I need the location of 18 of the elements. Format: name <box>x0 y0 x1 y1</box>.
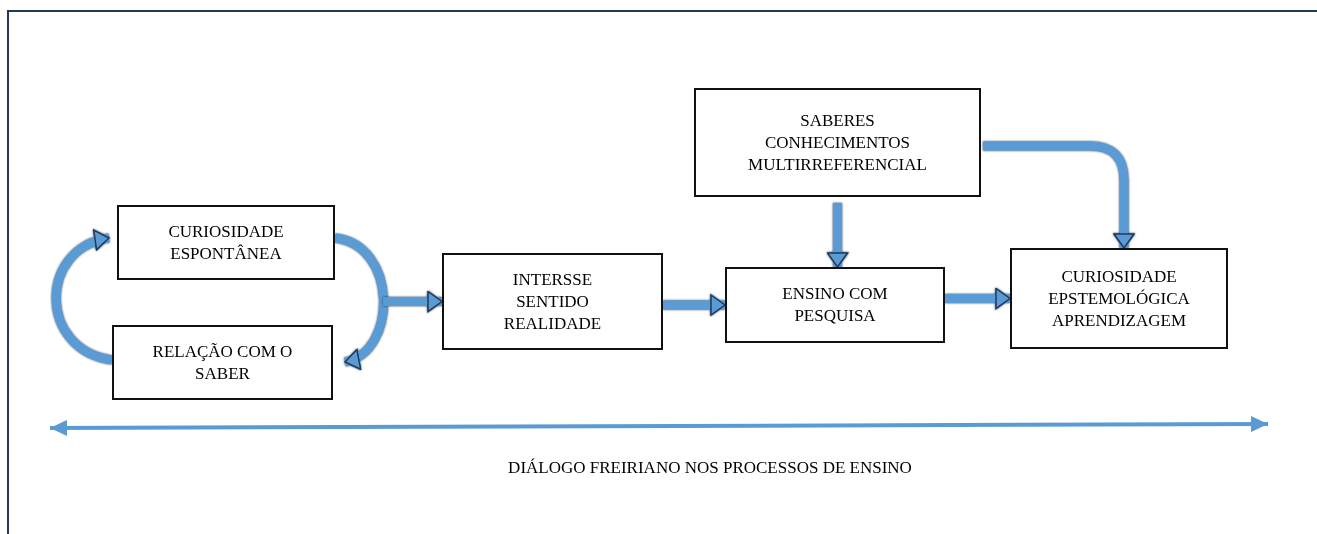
box-text: INTERSSE SENTIDO REALIDADE <box>502 268 603 335</box>
block-arrow <box>945 287 1011 310</box>
block-arrow <box>826 203 849 268</box>
process-box <box>694 88 981 197</box>
process-box <box>725 267 945 343</box>
box-text: RELAÇÃO COM O SABER <box>151 340 294 385</box>
box-text: SABERES CONHECIMENTOS MULTIRREFERENCIAL <box>747 109 928 176</box>
block-arrow <box>983 141 1135 249</box>
box-text: CURIOSIDADE ESPONTÂNEA <box>167 220 285 265</box>
axis-caption: DIÁLOGO FREIRIANO NOS PROCESSOS DE ENSINO <box>508 458 912 478</box>
box-text: CURIOSIDADE EPSTEMOLÓGICA APRENDIZAGEM <box>1047 265 1191 332</box>
process-box <box>1010 248 1228 349</box>
block-arrow <box>51 231 114 365</box>
process-box <box>442 253 663 350</box>
box-text: ENSINO COM PESQUISA <box>781 283 889 327</box>
process-box <box>112 325 333 400</box>
block-arrow <box>663 294 726 316</box>
process-box <box>117 205 335 280</box>
